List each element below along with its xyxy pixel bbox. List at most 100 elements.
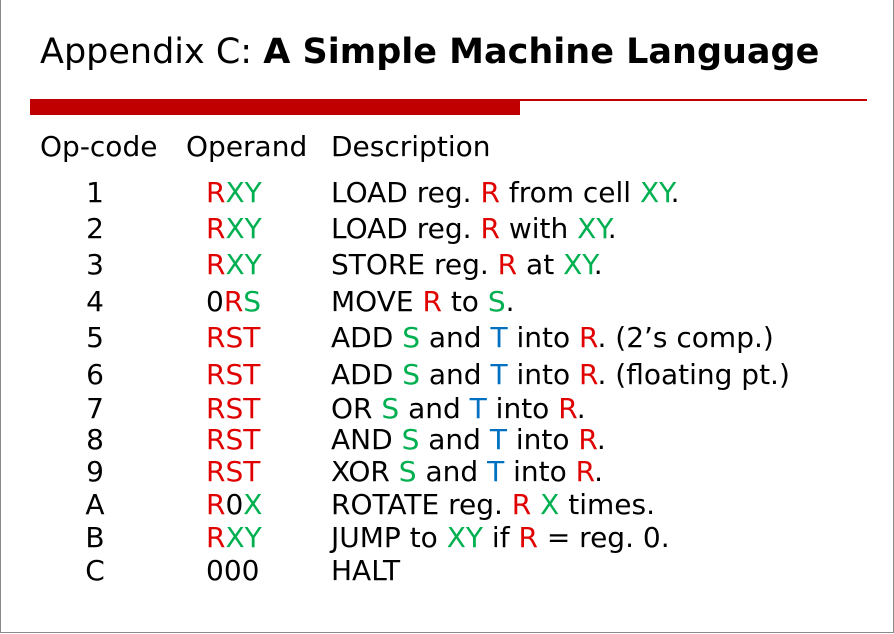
operand-segment: XY: [225, 176, 262, 209]
operand-cell: RST: [206, 321, 260, 354]
title-prefix: Appendix C:: [40, 32, 253, 72]
description-segment: XY: [577, 212, 608, 245]
description-segment: into: [506, 423, 579, 456]
operand-segment: RST: [206, 423, 261, 456]
description-segment: = reg. 0.: [537, 521, 670, 554]
description-segment: LOAD reg.: [331, 212, 481, 245]
description-segment: R: [579, 321, 598, 354]
description-segment: R: [558, 392, 577, 425]
description-segment: [531, 488, 540, 521]
opcode-cell: 2: [86, 212, 104, 245]
description-segment: T: [469, 392, 487, 425]
description-segment: into: [504, 455, 576, 488]
description-segment: XOR: [331, 455, 399, 488]
description-segment: if: [483, 521, 519, 554]
header-operand: Operand: [186, 130, 308, 163]
description-cell: ADD S and T into R. (2’s comp.): [331, 321, 774, 354]
opcode-cell: B: [85, 521, 105, 554]
operand-segment: R: [206, 176, 226, 209]
description-segment: R: [511, 488, 532, 521]
description-segment: OR: [331, 392, 382, 425]
description-segment: at: [517, 248, 564, 281]
operand-cell: RXY: [206, 521, 262, 554]
operand-segment: RST: [206, 321, 261, 354]
description-segment: into: [507, 358, 579, 391]
description-segment: XY: [446, 521, 484, 554]
description-segment: times.: [559, 488, 656, 521]
description-segment: ADD: [331, 358, 403, 391]
operand-segment: RST: [206, 392, 261, 425]
description-segment: ADD: [331, 321, 403, 354]
table-row: C 000 HALT: [0, 554, 894, 588]
description-segment: R: [578, 423, 597, 456]
description-segment: S: [402, 321, 420, 354]
operand-cell: RST: [206, 423, 260, 456]
description-segment: S: [381, 392, 400, 425]
description-segment: S: [402, 358, 420, 391]
description-segment: .: [607, 212, 617, 245]
operand-segment: R: [206, 521, 226, 554]
description-segment: from cell: [499, 176, 640, 209]
operand-cell: 0RS: [206, 285, 261, 318]
description-segment: X: [540, 488, 560, 521]
description-segment: .: [505, 285, 515, 318]
description-segment: R: [497, 248, 518, 281]
description-segment: S: [487, 285, 506, 318]
opcode-cell: C: [85, 554, 105, 587]
description-cell: LOAD reg. R with XY.: [331, 212, 617, 245]
operand-segment: R: [206, 212, 226, 245]
operand-cell: RXY: [206, 176, 262, 209]
description-segment: MOVE: [331, 285, 423, 318]
description-segment: .: [593, 248, 603, 281]
description-cell: OR S and T into R.: [331, 392, 586, 425]
table-row: 9 RST XOR S and T into R.: [0, 455, 894, 489]
operand-segment: S: [243, 285, 262, 318]
description-segment: LOAD reg.: [331, 176, 481, 209]
slide-title: Appendix C: A Simple Machine Language: [40, 32, 819, 72]
title-bold-text: A Simple Machine Language: [263, 32, 820, 72]
operand-segment: 000: [206, 554, 260, 587]
description-segment: R: [480, 176, 500, 209]
opcode-cell: 9: [86, 455, 104, 488]
description-cell: MOVE R to S.: [331, 285, 515, 318]
description-segment: into: [507, 321, 579, 354]
opcode-cell: 7: [86, 392, 104, 425]
description-segment: T: [489, 423, 507, 456]
description-cell: JUMP to XY if R = reg. 0.: [331, 521, 670, 554]
operand-cell: RXY: [206, 248, 262, 281]
header-opcode: Op-code: [40, 130, 158, 163]
description-segment: HALT: [331, 554, 401, 587]
operand-segment: R: [206, 488, 226, 521]
opcode-cell: 8: [86, 423, 104, 456]
description-segment: . (2’s comp.): [597, 321, 774, 354]
description-segment: with: [499, 212, 578, 245]
description-segment: XY: [563, 248, 594, 281]
operand-segment: X: [243, 488, 263, 521]
opcode-cell: 6: [86, 358, 104, 391]
description-segment: . (floating pt.): [597, 358, 790, 391]
operand-cell: RST: [206, 392, 260, 425]
operand-segment: RST: [206, 455, 261, 488]
description-segment: .: [594, 455, 603, 488]
description-segment: T: [490, 321, 508, 354]
opcode-cell: 5: [86, 321, 104, 354]
operand-cell: RST: [206, 455, 260, 488]
description-segment: JUMP to: [331, 521, 447, 554]
description-segment: to: [441, 285, 488, 318]
description-cell: XOR S and T into R.: [331, 455, 603, 488]
title-accent-line: [520, 99, 867, 101]
operand-segment: XY: [225, 248, 262, 281]
description-segment: and: [416, 455, 488, 488]
operand-cell: RST: [206, 358, 260, 391]
description-segment: and: [419, 321, 491, 354]
description-segment: .: [670, 176, 680, 209]
